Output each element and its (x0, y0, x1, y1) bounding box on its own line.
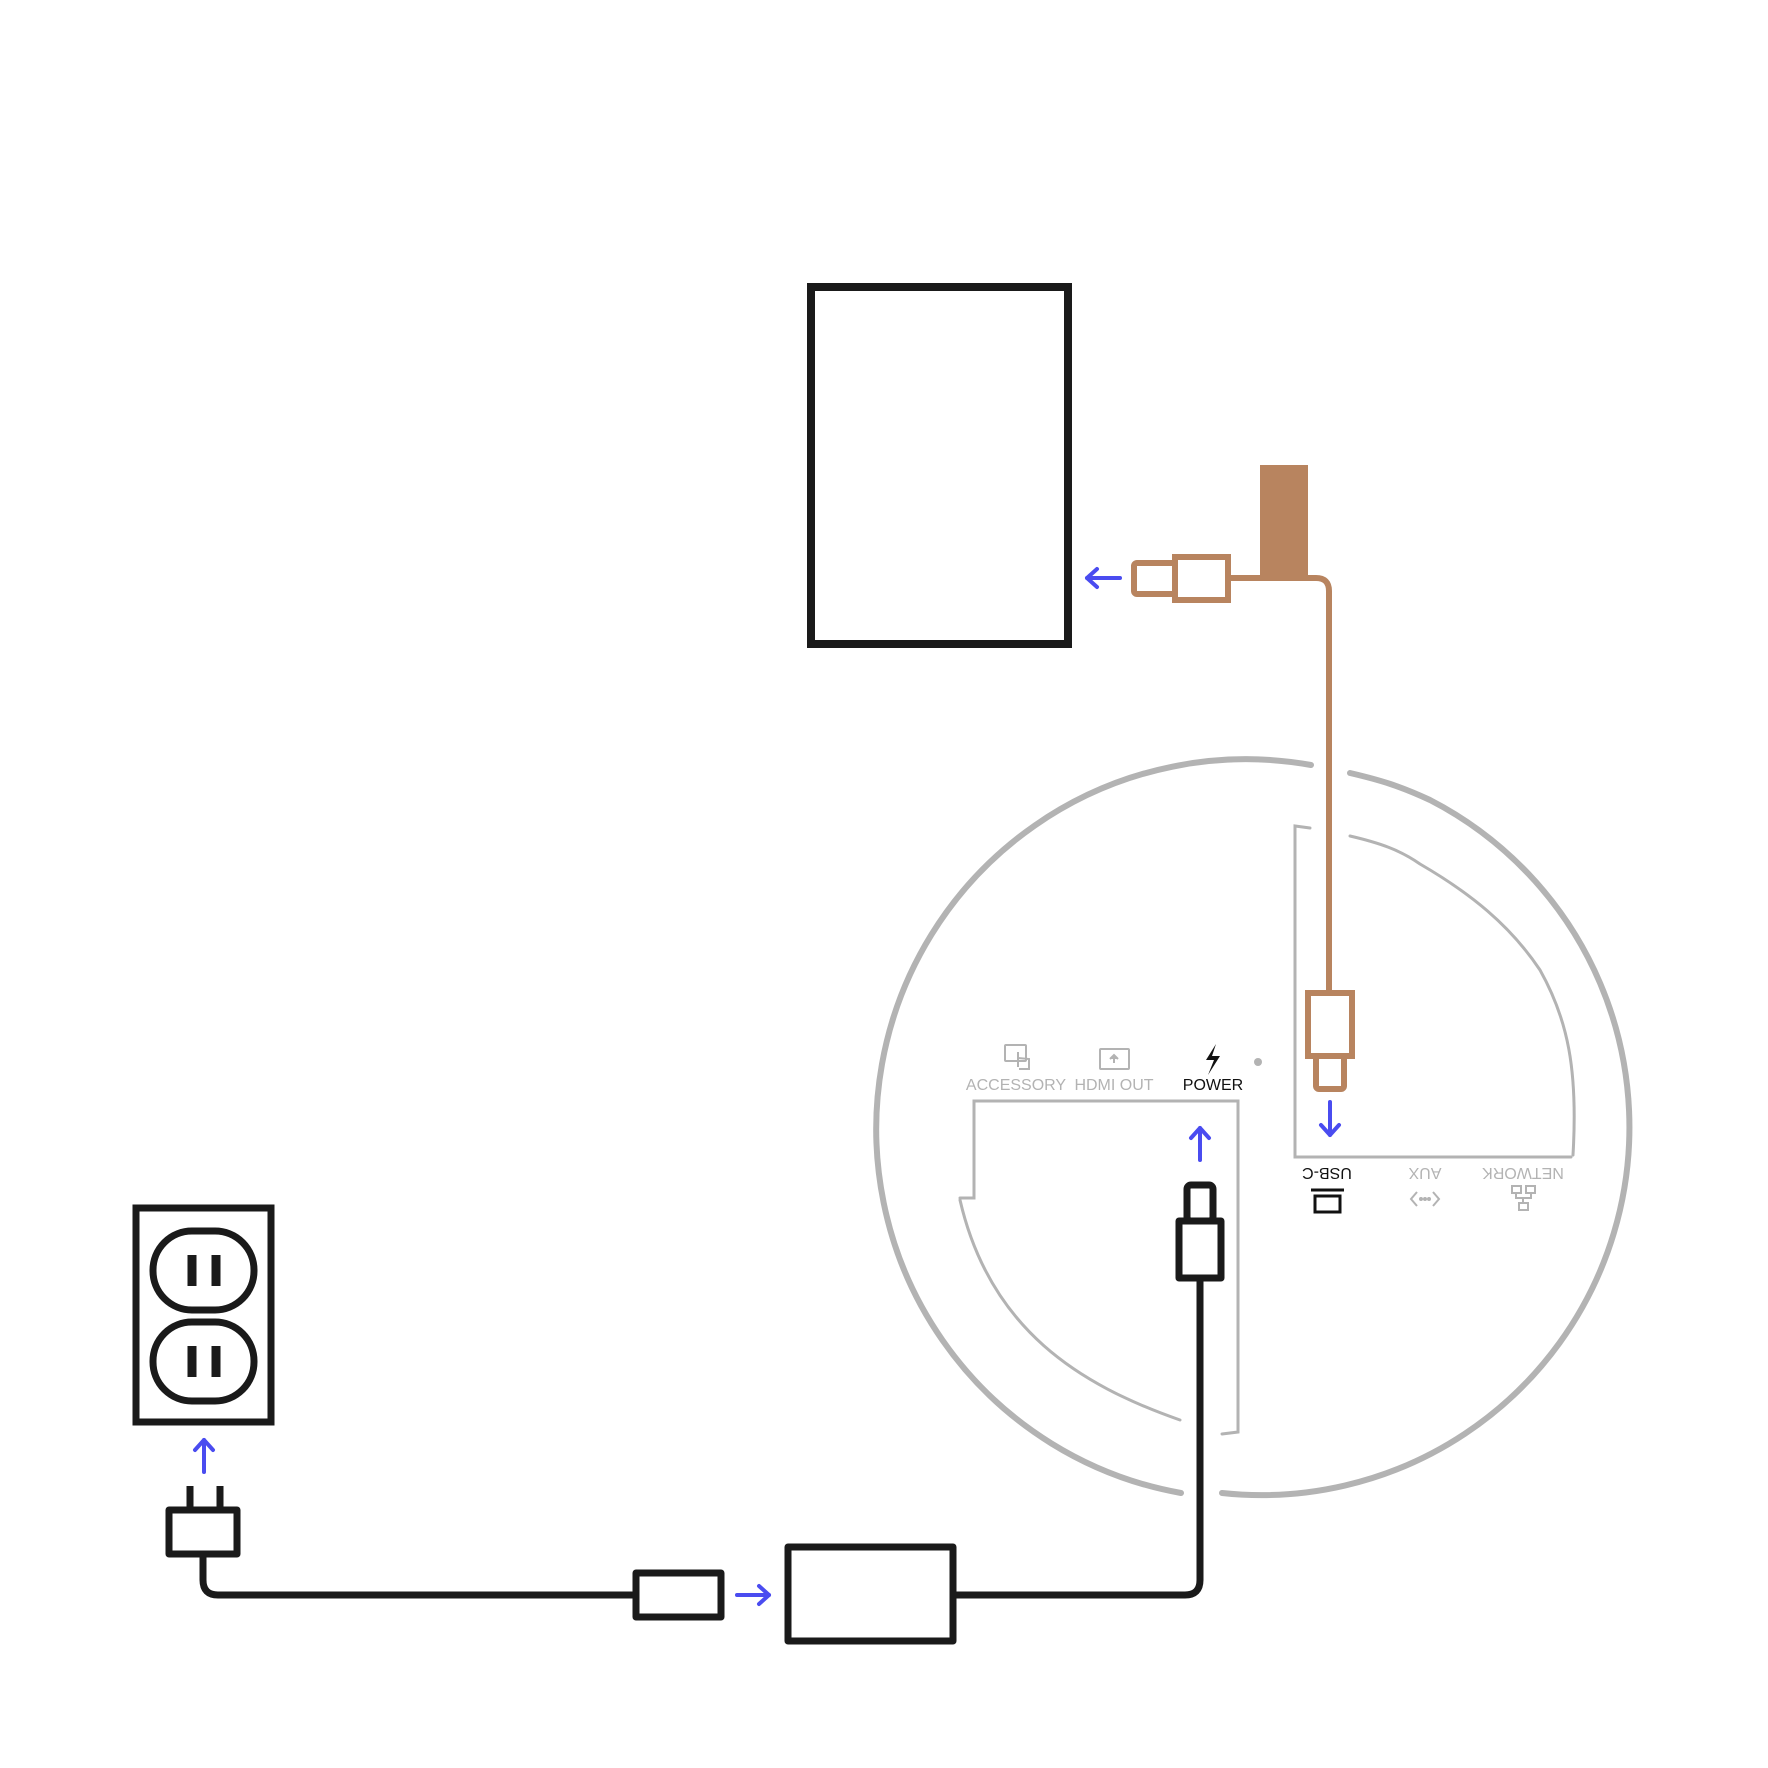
hub-inner-arc-left (958, 1198, 1182, 1422)
port-label-hdmi-out: HDMI OUT (1074, 1077, 1153, 1094)
port-power: POWER (1183, 1044, 1243, 1094)
bottom-port-panel (1293, 824, 1573, 1159)
plug-prongs (186, 1486, 224, 1510)
power-cable-wire-a (199, 1554, 636, 1599)
hub-outer-ring-right (1219, 770, 1633, 1499)
top-port-panel (958, 1099, 1240, 1436)
usb-c-plug-tip (1313, 1053, 1347, 1092)
power-adapter (784, 1543, 957, 1645)
aux-arrows-icon (1409, 1191, 1441, 1207)
power-plug-tip (1183, 1181, 1217, 1225)
usb-c-port-icon (1311, 1188, 1344, 1214)
outlet-socket-bottom (149, 1318, 258, 1405)
arrow-up-icon-power (1189, 1126, 1211, 1162)
hub-inner-arc-right (1348, 834, 1576, 1157)
usb-c-plug-body (1305, 990, 1355, 1059)
direction-arrows (193, 567, 1341, 1606)
display-out-icon (1099, 1048, 1130, 1070)
port-usb-c: USB-C (1302, 1164, 1352, 1214)
touch-screen-icon (1004, 1044, 1030, 1070)
power-cable-wire-b (953, 1278, 1204, 1599)
port-network: NETWORK (1482, 1164, 1564, 1211)
power-plug-body (1175, 1217, 1225, 1282)
plug-body (165, 1506, 241, 1558)
outlet-plate (132, 1204, 275, 1426)
status-led (1254, 1058, 1262, 1066)
lightning-bolt-icon (1206, 1044, 1220, 1075)
inline-connector (632, 1569, 725, 1621)
port-label-accessory: ACCESSORY (966, 1077, 1067, 1094)
arrow-right-icon (735, 1584, 771, 1606)
outlet-socket-top (149, 1227, 258, 1314)
hub-device (873, 756, 1633, 1499)
port-accessory: ACCESSORY (966, 1044, 1067, 1094)
port-aux: AUX (1408, 1164, 1441, 1207)
network-icon (1511, 1185, 1536, 1211)
usb-device-box (807, 283, 1072, 648)
usb-plug-a-tip (1131, 560, 1178, 597)
hub-outer-ring (873, 756, 1314, 1496)
usb-cable-strain-block (1260, 465, 1308, 578)
usb-cable (1131, 465, 1355, 1092)
port-label-aux: AUX (1408, 1164, 1441, 1181)
power-cable (165, 1181, 1225, 1645)
arrow-left-icon (1085, 567, 1122, 589)
port-hdmi-out: HDMI OUT (1074, 1048, 1154, 1094)
port-label-usb-c: USB-C (1302, 1164, 1352, 1181)
usb-cable-wire (1228, 575, 1332, 993)
wall-outlet (132, 1204, 275, 1426)
port-label-power: POWER (1183, 1077, 1243, 1094)
port-label-network: NETWORK (1482, 1164, 1564, 1181)
arrow-up-icon-outlet (193, 1438, 215, 1474)
usb-plug-a-body (1172, 554, 1231, 603)
arrow-down-icon (1319, 1100, 1341, 1137)
